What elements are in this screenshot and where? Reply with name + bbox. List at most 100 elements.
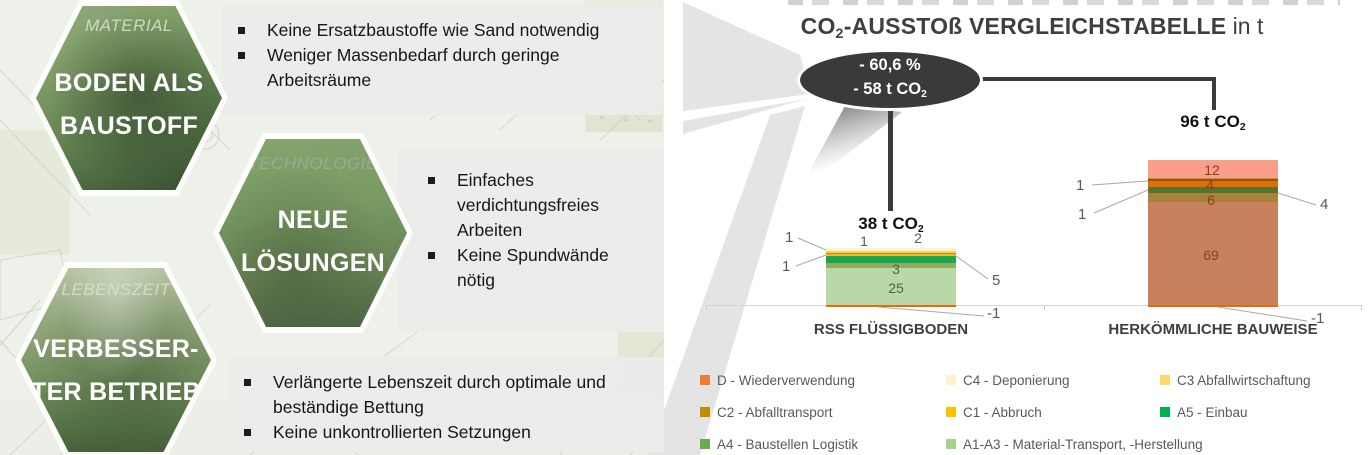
- category-label-herkoemmlich: HERKÖMMLICHE BAUWEISE: [1108, 321, 1318, 338]
- bullet-text: Keine Spundwände nötig: [457, 245, 609, 290]
- segment-label: 12: [1204, 162, 1220, 178]
- bullet-square-icon: [244, 429, 251, 436]
- hexagon-material: MATERIAL BODEN ALS BAUSTOFF: [30, 0, 228, 196]
- bullet-text: Einfaches verdichtungsfreies Arbeiten: [457, 170, 600, 240]
- hexagon-title: VERBESSER- TER BETRIEB: [31, 335, 201, 406]
- bullet-square-icon: [238, 27, 245, 34]
- bullet-square-icon: [238, 52, 245, 59]
- bar-segment: [826, 252, 956, 254]
- bullet-square-icon: [428, 252, 435, 259]
- callout-connector-horizontal: [981, 77, 1216, 81]
- legend-swatch: [1160, 375, 1170, 385]
- savings-callout: - 60,6 % - 58 t CO2: [797, 49, 983, 111]
- hexagon-tag: TECHNOLOGIE: [248, 154, 378, 173]
- hexagon-title: NEUE LÖSUNGEN: [240, 206, 386, 277]
- bar-segment: [826, 255, 956, 263]
- hexagon-lebenszeit: LEBENSZEIT VERBESSER- TER BETRIEB: [15, 262, 217, 455]
- legend-label: C2 - Abfalltransport: [717, 405, 833, 420]
- segment-label: 2: [914, 230, 922, 246]
- external-label: 1: [1078, 206, 1087, 223]
- bullet-item: Verlängerte Lebenszeit durch optimale un…: [228, 370, 664, 420]
- legend-label: A1-A3 - Material-Transport, -Herstellung: [963, 437, 1203, 452]
- external-label: 4: [1320, 196, 1329, 213]
- category-label-rss: RSS FLÜSSIGBODEN: [813, 321, 969, 338]
- legend-item: C3 Abfallwirtschaftung: [1160, 372, 1327, 389]
- legend-swatch: [1160, 407, 1170, 417]
- bar-negative-segment: [1148, 305, 1278, 307]
- legend-item: D - Wiederverwendung: [700, 372, 855, 389]
- bar-rss-fluessigboden: [826, 248, 956, 307]
- axis-tick: [1044, 305, 1045, 310]
- hexagon-material-photo: MATERIAL BODEN ALS BAUSTOFF: [36, 6, 222, 190]
- benefits-box-material: Keine Ersatzbaustoffe wie Sand notwendig…: [222, 5, 662, 115]
- segment-label: 3: [892, 261, 900, 277]
- axis-tick: [1361, 305, 1362, 310]
- bullet-text: Verlängerte Lebenszeit durch optimale un…: [273, 372, 606, 417]
- bar-negative-segment: [826, 305, 956, 307]
- external-label: 1: [782, 258, 791, 275]
- bullet-text: Weniger Massenbedarf durch geringe Arbei…: [267, 45, 560, 90]
- segment-label: 25: [888, 280, 904, 296]
- legend-swatch: [946, 375, 956, 385]
- hexagon-infographic-panel: Keine Ersatzbaustoffe wie Sand notwendig…: [0, 0, 664, 455]
- legend-label: C4 - Deponierung: [963, 373, 1070, 388]
- bar-segment: [826, 263, 956, 268]
- bar-segment: [826, 248, 956, 251]
- hexagon-lebenszeit-photo: LEBENSZEIT VERBESSER- TER BETRIEB: [21, 268, 211, 452]
- legend-swatch: [946, 439, 956, 449]
- segment-label: 1: [860, 233, 868, 249]
- legend-label: D - Wiederverwendung: [717, 373, 856, 388]
- benefits-box-technologie: Einfaches verdichtungsfreies Arbeiten Ke…: [398, 150, 664, 332]
- legend-label: C3 Abfallwirtschaftung: [1177, 373, 1311, 388]
- external-label: -1: [1311, 310, 1325, 327]
- bar-segment: [1148, 192, 1278, 202]
- legend-swatch: [700, 439, 710, 449]
- hexagon-title: BODEN ALS BAUSTOFF: [54, 69, 204, 140]
- legend-item: A1-A3 - Material-Transport, -Herstellung: [946, 436, 1203, 453]
- bullet-item: Einfaches verdichtungsfreies Arbeiten: [398, 168, 664, 243]
- bar-segment: [826, 267, 956, 305]
- axis-tick: [706, 305, 707, 310]
- callout-connector-down-left: [888, 108, 893, 211]
- bullet-item: Keine unkontrollierten Setzungen: [228, 420, 664, 445]
- legend-item: A4 - Baustellen Logistik: [700, 436, 858, 453]
- legend-item: C1 - Abbruch: [946, 404, 1042, 421]
- savings-percent: - 60,6 %: [859, 56, 921, 75]
- legend-swatch: [700, 375, 710, 385]
- legend-label: A4 - Baustellen Logistik: [717, 437, 859, 452]
- x-axis: [706, 305, 1362, 306]
- hexagon-tag: LEBENSZEIT: [61, 280, 171, 299]
- total-label-herkoemmlich: 96 t CO2: [1180, 112, 1246, 133]
- chart-title: CO2-AUSSTOß VERGLEICHSTABELLE in t: [800, 13, 1264, 42]
- legend-swatch: [946, 407, 956, 417]
- bar-segment: [1148, 179, 1278, 181]
- legend-item: C4 - Deponierung: [946, 372, 1070, 389]
- bullet-item: Keine Ersatzbaustoffe wie Sand notwendig: [222, 18, 662, 43]
- external-label: -1: [987, 305, 1001, 322]
- legend-item: C2 - Abfalltransport: [700, 404, 833, 421]
- bullet-item: Weniger Massenbedarf durch geringe Arbei…: [222, 43, 662, 93]
- hexagon-technologie-photo: TECHNOLOGIE NEUE LÖSUNGEN: [219, 139, 407, 327]
- segment-label: 6: [1207, 192, 1215, 208]
- bar-segment: [826, 254, 956, 256]
- external-label: 5: [992, 272, 1001, 289]
- external-label: 1: [1076, 177, 1085, 194]
- legend-swatch: [700, 407, 710, 417]
- bullet-text: Keine Ersatzbaustoffe wie Sand notwendig: [267, 20, 600, 40]
- legend-item: A5 - Einbau: [1160, 404, 1248, 421]
- bar-segment: [1148, 180, 1278, 187]
- bar-segment: [1148, 177, 1278, 179]
- bar-segment: [1148, 186, 1278, 193]
- hexagon-tag: MATERIAL: [85, 16, 173, 35]
- legend-label: C1 - Abbruch: [963, 405, 1042, 420]
- cropped-text-artifact: [788, 0, 1340, 5]
- bullet-square-icon: [244, 379, 251, 386]
- savings-tons: - 58 t CO2: [853, 80, 927, 100]
- segment-label: 69: [1203, 247, 1219, 263]
- callout-connector-down-right: [1212, 77, 1216, 110]
- legend-label: A5 - Einbau: [1177, 405, 1248, 420]
- bar-segment: [1148, 159, 1278, 178]
- bar-herkoemmliche-bauweise: [1148, 159, 1278, 307]
- bar-segment: [826, 251, 956, 253]
